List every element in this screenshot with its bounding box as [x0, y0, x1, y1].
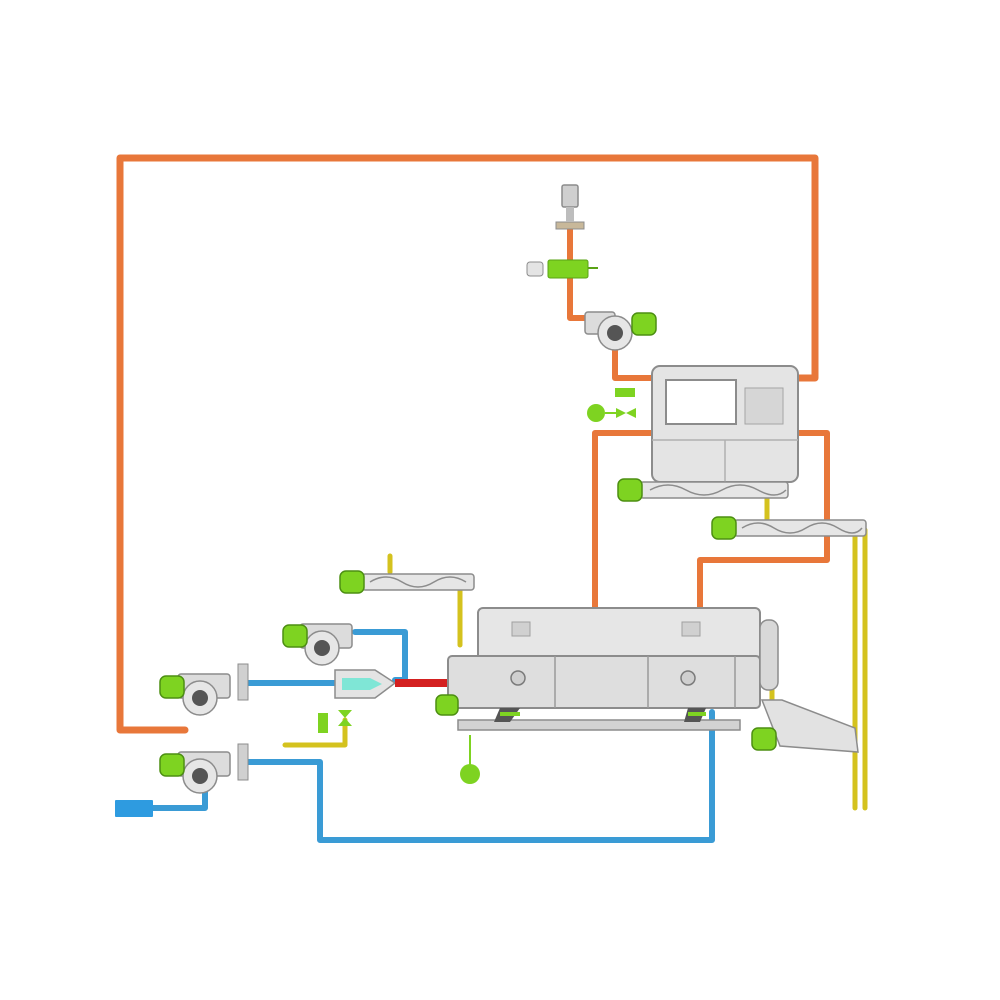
feed-screw-conveyor	[339, 570, 475, 594]
cooling-air-duct	[245, 709, 715, 843]
cyclone-dust-collector	[651, 365, 799, 483]
cooling-air-fan	[159, 743, 249, 794]
motor-icon	[711, 516, 737, 540]
motor-icon	[617, 478, 643, 502]
burner	[334, 669, 447, 699]
motor-icon	[751, 727, 777, 751]
gas-valve-train	[526, 184, 598, 279]
drum-base-frame	[457, 719, 741, 731]
collector-screw-conveyor	[617, 478, 789, 502]
valve-icon	[547, 259, 589, 279]
inspection-port-icon	[510, 670, 526, 686]
motor-icon	[631, 312, 657, 336]
motor-icon	[159, 753, 185, 777]
air-inlet-block	[115, 800, 153, 817]
top-exhaust-fan	[584, 311, 657, 351]
recirculation-duct	[116, 154, 819, 734]
temperature-sensor	[460, 735, 480, 784]
valve-actuator	[526, 261, 544, 277]
drum-end-cap	[759, 619, 779, 691]
main-air-fan	[282, 623, 353, 666]
control-valve	[587, 388, 636, 422]
gas-line	[282, 717, 348, 748]
hot-air-pipes	[116, 154, 830, 734]
motor-icon	[339, 570, 365, 594]
motor-icon	[282, 624, 308, 648]
inspection-port-icon	[680, 670, 696, 686]
filter-flange	[555, 221, 585, 230]
burner-flame-tube	[395, 679, 447, 687]
fan-to-collector-pipe	[612, 347, 658, 381]
flange-icon	[237, 663, 249, 701]
gas-valve	[318, 710, 352, 733]
valve-sensor-icon	[587, 404, 605, 422]
discharge-screw-conveyor	[711, 516, 867, 540]
motor-icon	[435, 694, 459, 716]
material-pipes	[282, 495, 868, 811]
flame-icon	[342, 678, 382, 690]
flange-icon	[237, 743, 249, 781]
chute-icon	[760, 699, 859, 753]
rotary-dryer-drum	[435, 607, 779, 731]
cold-air-pipes	[147, 629, 715, 843]
inlet-duct	[147, 787, 208, 811]
filter-neck	[566, 207, 574, 222]
filter-housing	[561, 184, 579, 208]
motor-icon	[159, 675, 185, 699]
dryer-exhaust-duct	[592, 430, 658, 613]
drum-body	[447, 655, 761, 709]
sensor-icon	[460, 764, 480, 784]
collector-return-duct	[697, 430, 830, 613]
discharge-chute	[751, 699, 859, 753]
burner-fan	[159, 663, 249, 716]
collector-window	[665, 379, 737, 425]
